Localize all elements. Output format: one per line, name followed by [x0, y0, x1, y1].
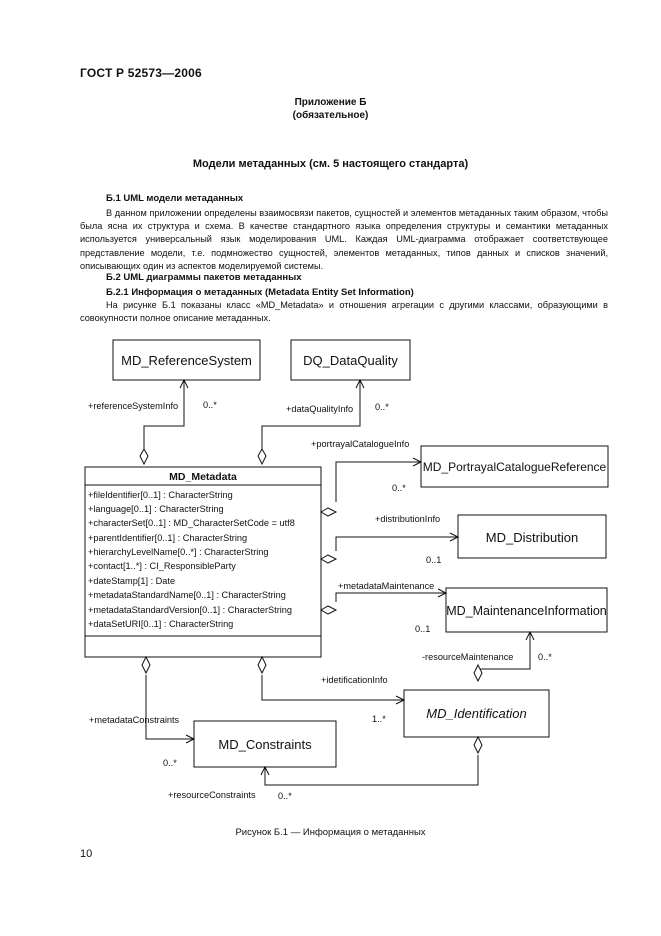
section-b21-heading: Б.2.1 Информация о метаданных (Metadata … [106, 287, 414, 298]
multiplicity-reference-system: 0..* [203, 400, 217, 410]
class-name-md-portrayalcataloguereference: MD_PortrayalCatalogueReference [423, 460, 607, 474]
role-resource-maintenance: -resourceMaintenance [422, 652, 513, 662]
arrowhead-resource-constraints [260, 765, 270, 776]
aggregation-diamond-identification [257, 655, 267, 675]
arrowhead-reference-system [179, 378, 189, 389]
class-box-md-referencesystem [112, 339, 261, 381]
aggregation-diamond-constraints [141, 655, 151, 675]
main-title: Модели метаданных (см. 5 настоящего стан… [192, 158, 469, 170]
arrowhead-maintenance [437, 588, 448, 598]
attribute-contact: +contact[1..*] : CI_ResponsibleParty [88, 561, 236, 571]
role-identification-info: +idetificationInfo [321, 675, 388, 685]
appendix-title: Приложение Б [294, 97, 367, 108]
assoc-resource-constraints [264, 755, 479, 786]
multiplicity-portrayal: 0..* [392, 483, 406, 493]
attribute-hierarchy-level-name: +hierarchyLevelName[0..*] : CharacterStr… [88, 547, 269, 557]
appendix-note: (обязательное) [292, 110, 369, 121]
role-reference-system-info: +referenceSystemInfo [88, 401, 178, 411]
role-resource-constraints: +resourceConstraints [168, 790, 256, 800]
attribute-parent-identifier: +parentIdentifier[0..1] : CharacterStrin… [88, 533, 247, 543]
multiplicity-data-quality: 0..* [375, 402, 389, 412]
class-box-md-identification [403, 689, 550, 738]
attribute-file-identifier: +fileIdentifier[0..1] : CharacterString [88, 490, 233, 500]
assoc-maintenance [335, 592, 446, 602]
aggregation-diamond-data-quality [257, 447, 267, 466]
class-name-md-maintenanceinformation: MD_MaintenanceInformation [446, 604, 607, 618]
attribute-dataset-uri: +dataSetURI[0..1] : CharacterString [88, 619, 233, 629]
class-box-dq-dataquality [290, 339, 411, 381]
role-metadata-maintenance: +metadataMaintenance [338, 581, 434, 591]
role-metadata-constraints: +metadataConstraints [89, 715, 180, 725]
aggregation-diamond-resource-maintenance [473, 663, 483, 683]
multiplicity-resource-constraints: 0..* [278, 791, 292, 801]
assoc-reference-system [143, 380, 185, 449]
multiplicity-distribution: 0..1 [426, 555, 441, 565]
assoc-data-quality [261, 380, 361, 449]
arrowhead-resource-maintenance [525, 630, 535, 641]
class-name-dq-dataquality: DQ_DataQuality [303, 353, 398, 368]
aggregation-diamond-maintenance [319, 605, 338, 615]
class-name-md-referencesystem: MD_ReferenceSystem [121, 353, 252, 368]
arrowhead-portrayal [412, 457, 423, 467]
aggregation-diamond-reference-system [139, 447, 149, 466]
aggregation-diamond-resource-constraints [473, 735, 483, 755]
attribute-metadata-standard-name: +metadataStandardName[0..1] : CharacterS… [88, 590, 286, 600]
arrowhead-identification [395, 695, 406, 705]
assoc-portrayal [335, 461, 421, 502]
attribute-metadata-standard-version: +metadataStandardVersion[0..1] : Charact… [88, 605, 292, 615]
attribute-character-set: +characterSet[0..1] : MD_CharacterSetCod… [88, 518, 295, 528]
role-data-quality-info: +dataQualityInfo [286, 404, 353, 414]
class-box-md-maintenanceinformation [445, 587, 608, 633]
class-name-md-distribution: MD_Distribution [486, 530, 578, 545]
class-name-md-metadata: MD_Metadata [169, 471, 237, 483]
section-b1-heading: Б.1 UML модели метаданных [106, 193, 244, 204]
multiplicity-metadata-constraints: 0..* [163, 758, 177, 768]
multiplicity-identification: 1..* [372, 714, 386, 724]
attribute-date-stamp: +dateStamp[1] : Date [88, 576, 175, 586]
section-b2-heading: Б.2 UML диаграммы пакетов метаданных [106, 272, 302, 283]
assoc-identification [261, 675, 404, 701]
class-box-md-metadata [84, 466, 322, 658]
multiplicity-resource-maintenance: 0..* [538, 652, 552, 662]
multiplicity-maintenance: 0..1 [415, 624, 430, 634]
role-portrayal-catalogue-info: +portrayalCatalogueInfo [311, 439, 409, 449]
attribute-language: +language[0..1] : CharacterString [88, 504, 224, 514]
figure-caption: Рисунок Б.1 — Информация о метаданных [235, 827, 426, 838]
assoc-metadata-constraints [145, 675, 194, 740]
class-name-md-identification: MD_Identification [426, 706, 526, 721]
class-name-md-constraints: MD_Constraints [218, 737, 312, 752]
standard-header: ГОСТ Р 52573—2006 [80, 66, 202, 80]
assoc-distribution [335, 536, 458, 551]
aggregation-diamond-portrayal [319, 507, 338, 517]
section-b21-text: На рисунке Б.1 показаны класс «MD_Metada… [80, 300, 608, 324]
section-b1-text: В данном приложении определены взаимосвя… [80, 208, 608, 271]
arrowhead-metadata-constraints [185, 734, 196, 744]
class-box-md-portrayalcataloguereference [420, 445, 609, 488]
role-distribution-info: +distributionInfo [375, 514, 440, 524]
page-number: 10 [80, 848, 93, 860]
arrowhead-data-quality [355, 378, 365, 389]
aggregation-diamond-distribution [319, 554, 338, 564]
arrowhead-distribution [449, 532, 460, 542]
